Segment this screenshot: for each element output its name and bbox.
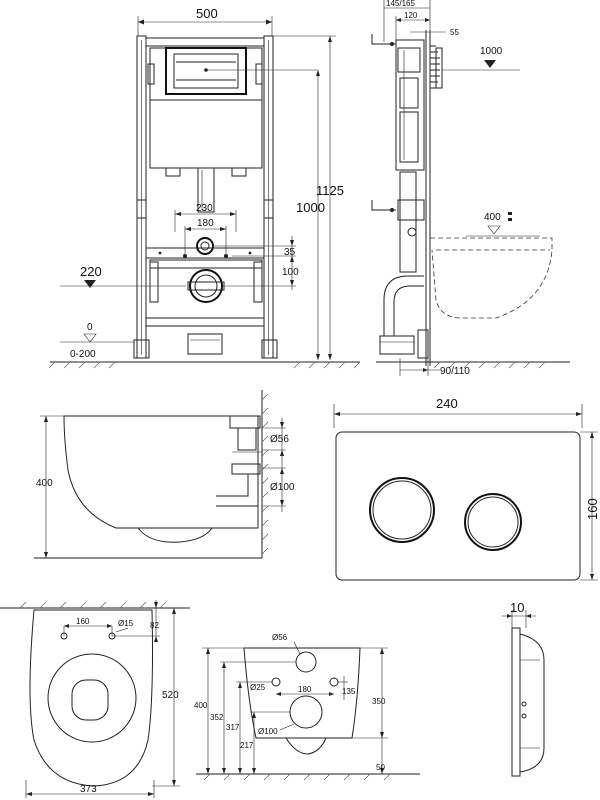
top-373-label: 373 bbox=[80, 784, 97, 795]
back-d56-label: Ø56 bbox=[272, 633, 288, 642]
frame-width-label: 500 bbox=[196, 6, 218, 21]
dim-100-label: 100 bbox=[282, 267, 299, 278]
side-bottom-label: 90/110 bbox=[440, 366, 470, 377]
back-400-label: 400 bbox=[194, 701, 208, 710]
frame-front-view: 500 230 bbox=[48, 6, 361, 369]
back-135-label: 135 bbox=[342, 687, 356, 696]
side-55-label: 55 bbox=[450, 28, 459, 37]
dim-220-label: 220 bbox=[80, 264, 102, 279]
back-317-label: 317 bbox=[226, 723, 240, 732]
plate-thickness-label: 10 bbox=[510, 600, 524, 615]
dim-35-label: 35 bbox=[284, 247, 296, 258]
back-d100-label: Ø100 bbox=[258, 727, 278, 736]
top-520-label: 520 bbox=[162, 690, 179, 701]
back-180-label: 180 bbox=[298, 685, 312, 694]
dim-230-label: 230 bbox=[196, 203, 213, 214]
side-400-label: 400 bbox=[484, 212, 501, 223]
back-d25-label: Ø25 bbox=[250, 683, 266, 692]
plate-side-profile: 10 bbox=[502, 600, 545, 777]
side-depth-label: 145/165 bbox=[386, 0, 415, 8]
plate-height-label: 160 bbox=[585, 498, 600, 520]
top-160-label: 160 bbox=[76, 617, 90, 626]
dim-1000-label: 1000 bbox=[296, 200, 325, 215]
back-352-label: 352 bbox=[210, 713, 224, 722]
bowl-side-d100-label: Ø100 bbox=[270, 482, 295, 493]
bowl-top-view: 160 Ø15 82 520 373 bbox=[0, 600, 190, 798]
bowl-side-view: 400 Ø56 Ø100 bbox=[34, 390, 295, 559]
flush-plate-view: 240 160 bbox=[333, 396, 600, 581]
bowl-side-d56-label: Ø56 bbox=[270, 434, 289, 445]
dim-0-label: 0 bbox=[87, 322, 93, 333]
bowl-side-400-label: 400 bbox=[36, 478, 53, 489]
side-120-label: 120 bbox=[404, 11, 418, 20]
dim-0-200-label: 0-200 bbox=[70, 349, 96, 360]
plate-width-label: 240 bbox=[436, 396, 458, 411]
back-217-label: 217 bbox=[240, 741, 254, 750]
dim-1125-label: 1125 bbox=[316, 183, 344, 198]
bowl-back-view: Ø56 Ø25 180 135 Ø100 400 352 317 217 bbox=[194, 633, 420, 781]
frame-side-view: 145/165 120 55 bbox=[371, 0, 570, 377]
back-50-label: 50 bbox=[376, 763, 385, 772]
back-350-label: 350 bbox=[372, 697, 386, 706]
dim-180-label: 180 bbox=[197, 218, 214, 229]
side-1000-label: 1000 bbox=[480, 46, 503, 57]
top-82-label: 82 bbox=[150, 621, 159, 630]
top-d15-label: Ø15 bbox=[118, 619, 134, 628]
